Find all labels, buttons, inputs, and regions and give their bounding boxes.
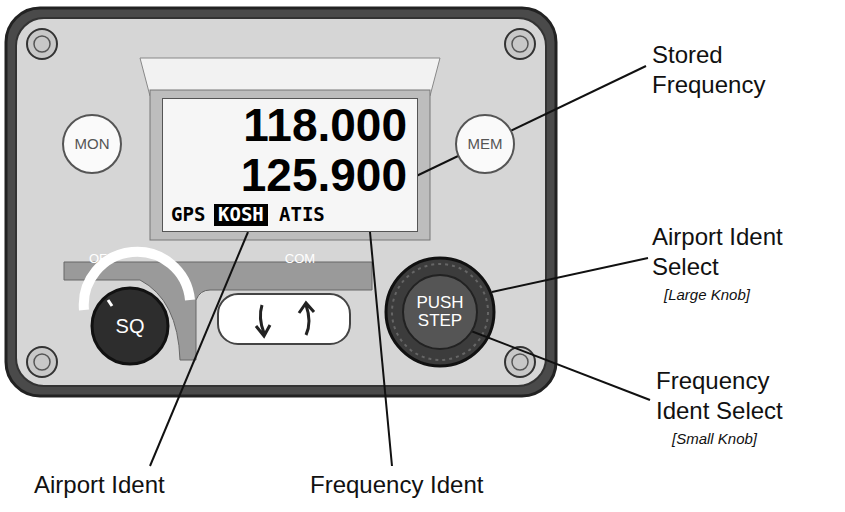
callout-label: [Small Knob] (672, 430, 812, 449)
button-label: PUSH STEP (410, 294, 471, 330)
up-arrow (299, 303, 314, 335)
callout-label: Airport Ident Select (652, 222, 802, 282)
display-screen: 118.000125.900GPS ATIS KOSH (162, 98, 418, 232)
ident-highlight: KOSH (214, 204, 268, 226)
screws (27, 29, 535, 377)
panel-marking: COM (270, 251, 330, 267)
screen-frame (150, 90, 430, 240)
ident-text: GPS (171, 205, 205, 225)
callout-label: Stored Frequency (652, 40, 812, 100)
rocker-button (218, 294, 350, 344)
frequency-readout: 118.000 (243, 101, 407, 149)
panel-marking: OFF (72, 251, 132, 267)
round-button: MEM (455, 114, 515, 174)
button-label: MON (68, 136, 116, 152)
faceplate (16, 18, 546, 386)
button-label: SQ (109, 316, 151, 337)
down-arrow (256, 305, 270, 336)
large-knob (386, 258, 494, 366)
frequency-readout: 125.900 (241, 151, 407, 199)
round-button: SQ (104, 300, 156, 352)
callout-label: Frequency Ident Select (656, 366, 806, 426)
callout-label: Frequency Ident (310, 470, 550, 500)
callout-label: [Large Knob] (664, 286, 804, 305)
housing (6, 8, 556, 396)
leader-lines (150, 66, 650, 466)
button-label: MEM (461, 136, 509, 152)
round-button: MON (62, 114, 122, 174)
button-label: KOSH (218, 205, 264, 225)
squelch-knob (92, 288, 168, 364)
ident-text: ATIS (279, 205, 325, 225)
callout-label: Airport Ident (34, 470, 254, 500)
round-button: PUSH STEP (402, 274, 478, 350)
